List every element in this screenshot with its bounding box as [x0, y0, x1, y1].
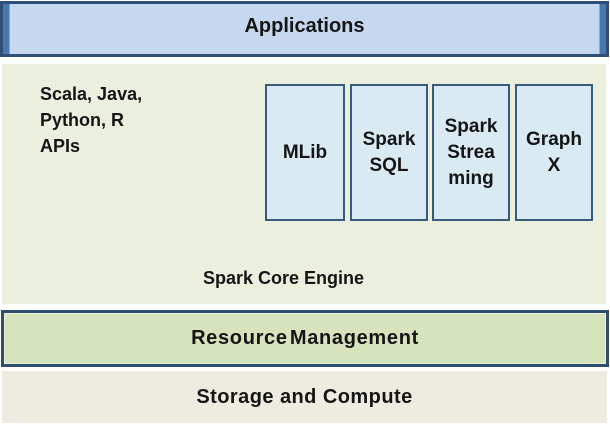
component-box-spark-streaming: Spark Strea ming [432, 84, 510, 221]
component-box-spark-sql: Spark SQL [350, 84, 428, 221]
applications-label: Applications [244, 15, 365, 37]
resource-management-label: Resource Management [191, 327, 419, 349]
graph-x-label: Graph X [526, 128, 582, 176]
spark-streaming-label: Spark Strea ming [444, 115, 498, 189]
storage-compute-label: Storage and Compute [196, 385, 413, 408]
resource-management-bar: Resource Management [1, 310, 609, 367]
component-box-mlib: MLib [265, 84, 345, 221]
spark-core-engine-label: Spark Core Engine [203, 268, 365, 288]
mlib-label: MLib [282, 141, 328, 163]
storage-compute-bar: Storage and Compute [2, 371, 607, 423]
applications-bar: Applications [0, 1, 609, 57]
component-box-graph-x: Graph X [515, 84, 593, 221]
spark-sql-label: Spark SQL [362, 128, 416, 176]
api-languages-text: Scala, Java, Python, R APIs [40, 84, 143, 156]
